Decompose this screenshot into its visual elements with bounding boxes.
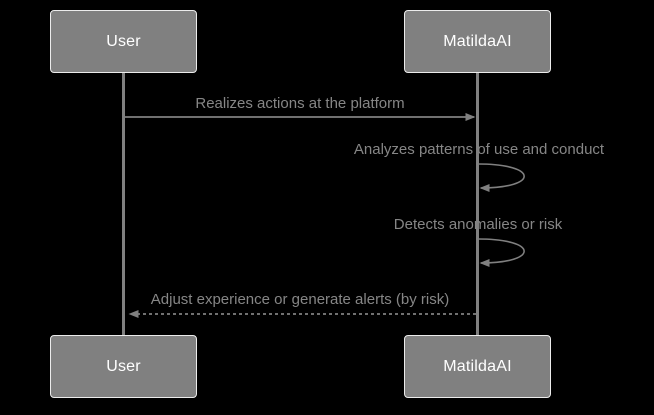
actor-box-matildaai-top: MatildaAI: [404, 10, 551, 73]
actor-label-matildaai: MatildaAI: [443, 357, 512, 375]
self-loop-detects-anomalies: [477, 238, 525, 267]
actor-box-user-bottom: User: [50, 335, 197, 398]
self-loop-analyzes-patterns: [477, 163, 525, 192]
message-label-analyzes-patterns: Analyzes patterns of use and conduct: [353, 141, 605, 158]
lifeline-user: [122, 73, 125, 335]
message-label-detects-anomalies: Detects anomalies or risk: [393, 216, 563, 233]
message-label-adjust-experience: Adjust experience or generate alerts (by…: [150, 291, 450, 308]
actor-label-user: User: [106, 32, 141, 50]
actor-label-matildaai: MatildaAI: [443, 32, 512, 50]
message-label-realizes-actions: Realizes actions at the platform: [195, 95, 405, 112]
actor-box-user-top: User: [50, 10, 197, 73]
actor-label-user: User: [106, 357, 141, 375]
actor-box-matildaai-bottom: MatildaAI: [404, 335, 551, 398]
lifeline-matildaai: [476, 73, 479, 335]
